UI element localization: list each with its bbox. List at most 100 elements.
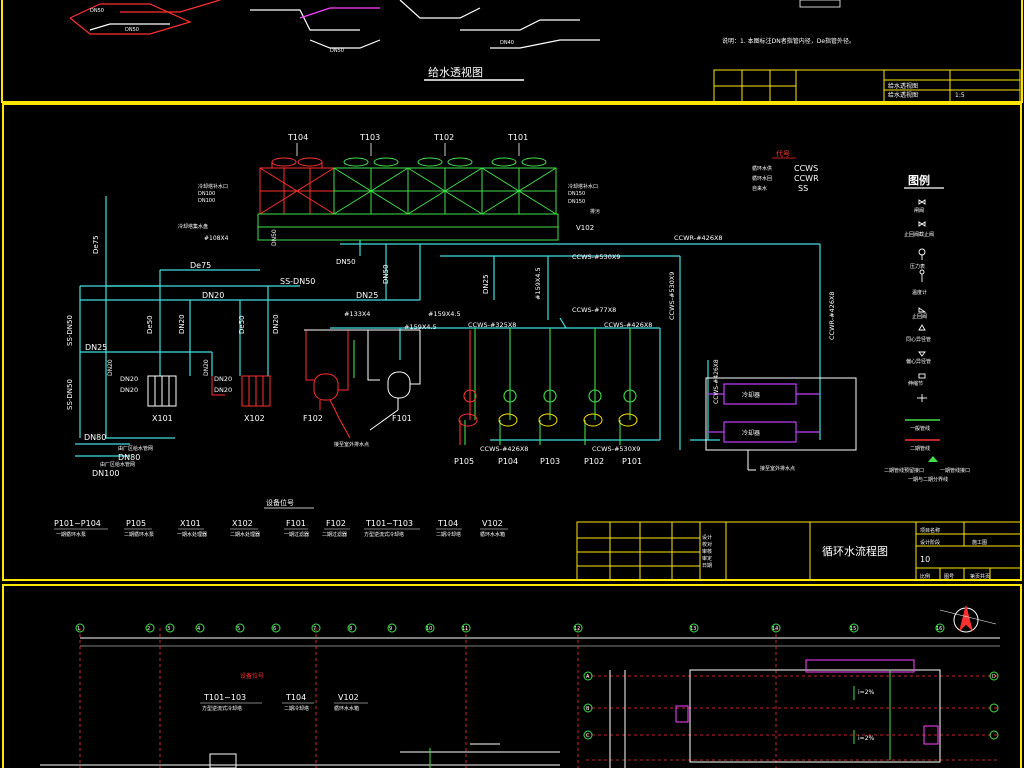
cooler-label-2: 冷却器: [742, 429, 760, 437]
supply-note-2: 由厂区给水管网: [100, 461, 135, 468]
label-dn20-e: DN20: [214, 375, 232, 383]
legend-item-5: 止回阀: [912, 313, 927, 320]
equipment-tags: X101 X102 F102 F101 P105 P104 P103 P102 …: [152, 414, 642, 466]
legend-item-7: 偏心异径管: [906, 358, 931, 365]
bottom-equip-name-2: 二期冷却塔: [284, 705, 309, 712]
tb-bottom-2: 图号: [944, 574, 954, 580]
tb-left-5: 日期: [702, 563, 712, 569]
top-panel-border: [1, 0, 1023, 103]
top-note: 说明：1. 本图标注DN者指管内径，De指管外径。: [722, 37, 855, 45]
tb-right-2: 设计阶段: [920, 539, 940, 546]
svg-text:DN50: DN50: [90, 8, 104, 14]
label-ccws-426-v: CCWS-#426X8: [713, 359, 720, 404]
axis-label-7: 7: [313, 626, 316, 632]
codes-row3-code: SS: [798, 184, 808, 193]
label-ccwr-top: CCWR-#426X8: [674, 234, 723, 242]
equipment-table: 设备位号 P101~P104 P105 X101 X102 F101 F102 …: [54, 498, 508, 538]
top-tb-3: 1:5: [955, 92, 965, 99]
row-label-d: D: [992, 674, 996, 680]
label-ss-dn50-v2: SS-DN50: [66, 379, 74, 410]
axis-label-4: 4: [197, 626, 200, 632]
axis-label-2: 2: [147, 626, 150, 632]
legend-footnote-3: 一期与二期分界线: [908, 476, 948, 483]
label-p108: #108X4: [204, 235, 229, 242]
axis-label-16: 16: [936, 626, 942, 632]
tower-label-t103: T103: [359, 133, 380, 142]
label-dn80: DN80: [84, 433, 106, 442]
svg-text:DN40: DN40: [500, 40, 514, 46]
legend-footnote-2: 一期管线接口: [940, 467, 970, 474]
top-drawing-title: 给水透视图: [428, 65, 483, 79]
tower-t104: [259, 157, 335, 215]
axis-label-12: 12: [574, 626, 580, 632]
label-dn20-f: DN20: [214, 386, 232, 394]
tower-note-r3: DN150: [568, 199, 585, 205]
label-ccws-77: CCWS-#77X8: [572, 306, 616, 314]
tb-left-2: 校对: [702, 541, 712, 548]
label-ccws-426: CCWS-#426X8: [604, 321, 652, 329]
equip-code-7: T101~T103: [365, 519, 413, 528]
pump-p105: [459, 330, 477, 445]
tag-p104: P104: [498, 457, 518, 466]
label-dn20-v: DN20: [178, 314, 186, 334]
tower-note-1: 冷却塔补水口: [198, 183, 228, 190]
main-titleblock: [576, 521, 1022, 581]
equip-name-1: 一期循环水泵: [56, 531, 86, 538]
tower-note-2: DN100: [198, 191, 215, 197]
vessel-f102: [305, 330, 351, 439]
label-dn20-c: DN20: [120, 386, 138, 394]
tag-x101: X101: [152, 414, 173, 423]
label-dn20-g: DN20: [203, 359, 210, 376]
codes-row1-name: 循环水供: [752, 165, 772, 172]
pump-bodies: [498, 413, 638, 427]
svg-text:DN50: DN50: [125, 27, 139, 33]
label-ss-dn50: SS-DN50: [280, 277, 315, 286]
pump-body-p105: [458, 413, 478, 427]
cyan-pipework: [75, 196, 821, 457]
legend-symbols: 图例 闸阀 止回阀截止阀 压力表 温度计 止回阀 同心异径管 偏心异径: [884, 173, 970, 483]
axis-label-15: 15: [850, 626, 856, 632]
filter-x101: [147, 375, 177, 407]
supply-note: 由厂区给水管网: [118, 445, 153, 452]
label-p159-b: #159X4.5: [404, 323, 437, 331]
row-label-c: C: [586, 733, 590, 739]
equip-name-2: 二期循环水泵: [124, 531, 154, 538]
label-dn25-a: DN25: [356, 291, 378, 300]
label-dn100: DN100: [92, 469, 119, 478]
equip-name-8: 二期冷却塔: [436, 531, 461, 538]
legend-item-3: 压力表: [910, 263, 925, 270]
tb-bottom-1: 比例: [920, 573, 930, 580]
equip-name-4: 二期水处理器: [230, 531, 260, 538]
label-p159-v: #159X4.5: [534, 267, 542, 300]
row-label-b: B: [586, 706, 590, 712]
slope-label-1: i=2%: [858, 689, 875, 696]
pipe-labels: CCWR-#426X8 CCWS-#530X9 De75 SS-DN50 DN2…: [66, 229, 836, 478]
bottom-panel: 1 2 3 4 5 6 7 8 9 10 11 12 13 14 15 16 A…: [2, 584, 1022, 768]
axis-label-11: 11: [462, 626, 468, 632]
equip-name-7: 方型逆流式冷却塔: [364, 531, 404, 538]
top-tb-1: 给水透视图: [888, 82, 918, 90]
cooler-frame: [705, 377, 857, 471]
tag-x102: X102: [244, 414, 265, 423]
cooling-towers: [257, 157, 559, 241]
bottom-equip-code-2: T104: [285, 693, 306, 702]
top-panel: DN50 DN50 DN50 DN40 说明：1. 本图标注DN者指管内径，De…: [1, 0, 1023, 103]
codes-header: 代号: [776, 149, 790, 158]
bottom-equip-name-1: 方型逆流式冷却塔: [202, 705, 242, 712]
bottom-panel-border: [2, 584, 1022, 768]
legend-item-10: 二期管线: [910, 445, 930, 452]
codes-row3-name: 自来水: [752, 185, 767, 192]
axis-gridlines: [79, 628, 1000, 768]
axis-label-6: 6: [273, 626, 276, 632]
tag-p103: P103: [540, 457, 560, 466]
filter-note: 接至室外排水点: [334, 441, 369, 448]
bottom-fragments: [40, 743, 560, 768]
isometric-pipe-sketch: DN50 DN50 DN50 DN40: [69, 0, 600, 54]
axis-label-1: 1: [77, 626, 80, 632]
bottom-equip-code-3: V102: [338, 693, 359, 702]
bottom-equip-title: 设备位号: [240, 672, 264, 680]
pump-columns: [464, 328, 637, 445]
label-de75-h: De75: [190, 261, 211, 270]
legend-item-6: 同心异径管: [906, 336, 931, 343]
